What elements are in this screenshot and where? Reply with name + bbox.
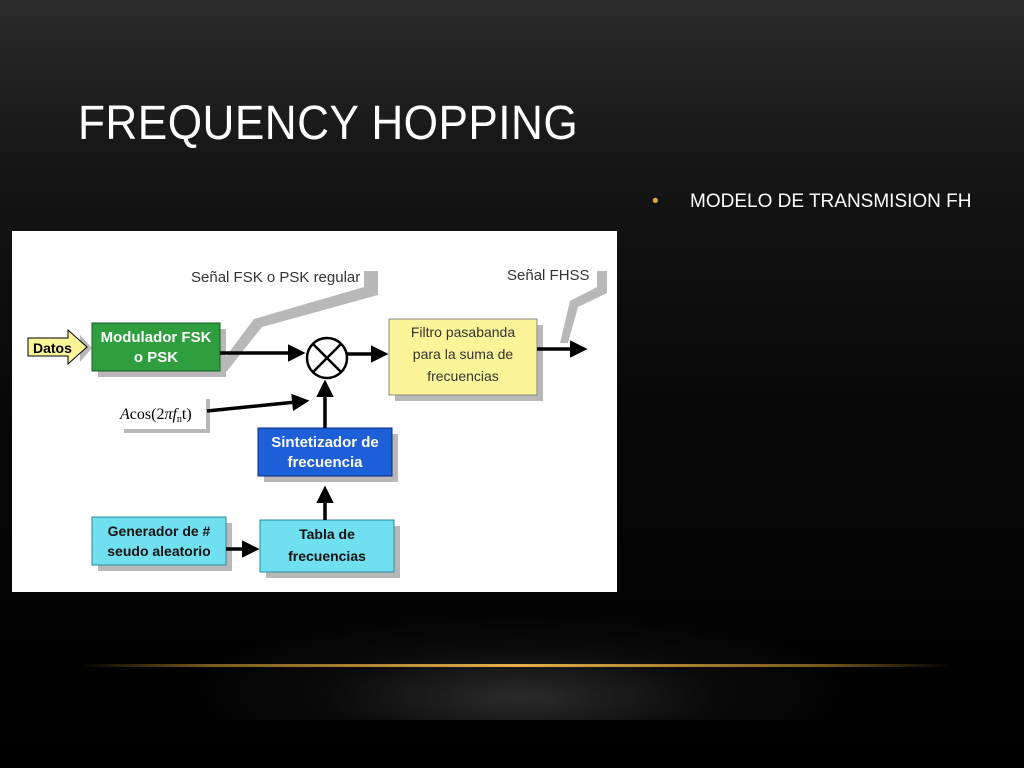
- modulator-label-line2: o PSK: [134, 349, 178, 366]
- signal-arrows: [206, 340, 588, 558]
- filter-label-line2: para la suma de: [413, 346, 514, 362]
- table-label-line2: frecuencias: [288, 548, 366, 564]
- table-label-line1: Tabla de: [299, 526, 355, 542]
- mixer-symbol: [305, 336, 349, 380]
- fhss-callout-pointer: [560, 271, 607, 343]
- diagram-svg: Señal FSK o PSK regular Señal FHSS Datos…: [27, 267, 607, 578]
- input-datos-label: Datos: [33, 340, 72, 356]
- frequency-synthesizer-block: Sintetizador de frecuencia: [257, 427, 398, 482]
- signal-fsk-label: Señal FSK o PSK regular: [191, 269, 360, 286]
- bandpass-filter-block: Filtro pasabanda para la suma de frecuen…: [388, 318, 543, 401]
- bullet-dot-icon: •: [652, 191, 659, 212]
- signal-fhss-label: Señal FHSS: [507, 267, 590, 284]
- carrier-formula: Acos(2πfnt): [119, 406, 192, 425]
- modulator-label-line1: Modulador FSK: [101, 329, 212, 346]
- gold-divider-line: [80, 664, 950, 667]
- synth-label-line1: Sintetizador de: [271, 434, 379, 451]
- input-datos-arrow: Datos: [27, 328, 92, 366]
- fh-transmission-diagram: Señal FSK o PSK regular Señal FHSS Datos…: [12, 231, 617, 592]
- pseudo-random-generator-block: Generador de # seudo aleatorio: [91, 516, 232, 571]
- filter-label-line3: frecuencias: [427, 368, 499, 384]
- slide-title: FREQUENCY HOPPING: [78, 97, 579, 150]
- frequency-table-block: Tabla de frecuencias: [259, 519, 400, 578]
- filter-label-line1: Filtro pasabanda: [411, 324, 516, 340]
- generator-label-line1: Generador de #: [108, 523, 211, 539]
- arrow-carrier-to-mixer: [206, 393, 310, 413]
- synth-label-line2: frecuencia: [287, 454, 363, 471]
- modulator-block: Modulador FSK o PSK: [91, 322, 226, 377]
- bullet-item: • MODELO DE TRANSMISION FH: [652, 188, 972, 215]
- fsk-callout-pointer: [215, 271, 378, 371]
- carrier-label: Acos(2πfnt): [118, 395, 210, 433]
- bullet-text: MODELO DE TRANSMISION FH: [690, 191, 972, 212]
- bullet-list: • MODELO DE TRANSMISION FH: [652, 188, 972, 215]
- generator-label-line2: seudo aleatorio: [107, 543, 210, 559]
